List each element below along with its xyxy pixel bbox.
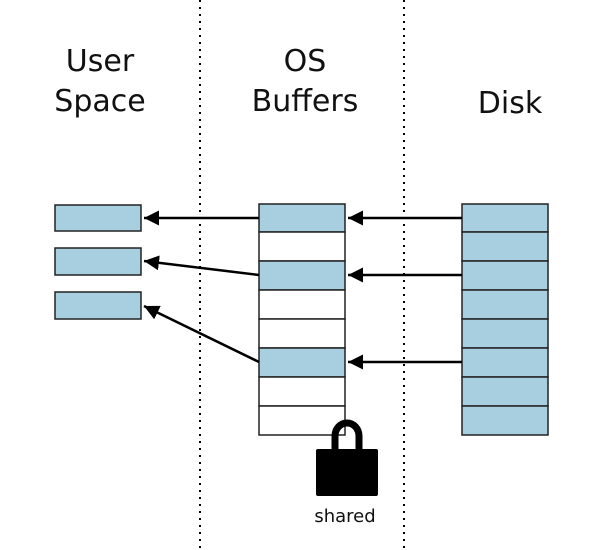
user-block [54, 204, 142, 232]
user-space-blocks [54, 204, 142, 320]
os-buffers-label: OS Buffers [251, 44, 359, 119]
user-block [54, 291, 142, 320]
buffer-slot [258, 289, 346, 320]
padlock-icon [316, 419, 378, 496]
arrow [143, 255, 260, 277]
buffer-slot [258, 347, 346, 378]
shared-label: shared [314, 506, 376, 527]
buffer-slot [258, 405, 346, 436]
disk-block [461, 203, 549, 233]
disk-block [461, 405, 549, 436]
disk-block [461, 260, 549, 291]
disk-to-buffer-arrows [348, 210, 462, 370]
os-buffer-stack [258, 203, 346, 436]
disk-block [461, 347, 549, 378]
buffer-slot [258, 376, 346, 407]
buffer-to-user-arrows [143, 210, 260, 364]
disk-block [461, 318, 549, 349]
disk-block [461, 376, 549, 407]
disk-block [461, 231, 549, 262]
disk-block-stack [461, 203, 549, 436]
arrow [143, 304, 260, 364]
user-block [54, 247, 142, 276]
user-space-label: User Space [54, 44, 146, 119]
disk-label: Disk [477, 86, 543, 121]
buffer-slot [258, 318, 346, 349]
buffer-slot [258, 260, 346, 291]
disk-block [461, 289, 549, 320]
buffer-slot [258, 231, 346, 262]
buffer-slot [258, 203, 346, 233]
